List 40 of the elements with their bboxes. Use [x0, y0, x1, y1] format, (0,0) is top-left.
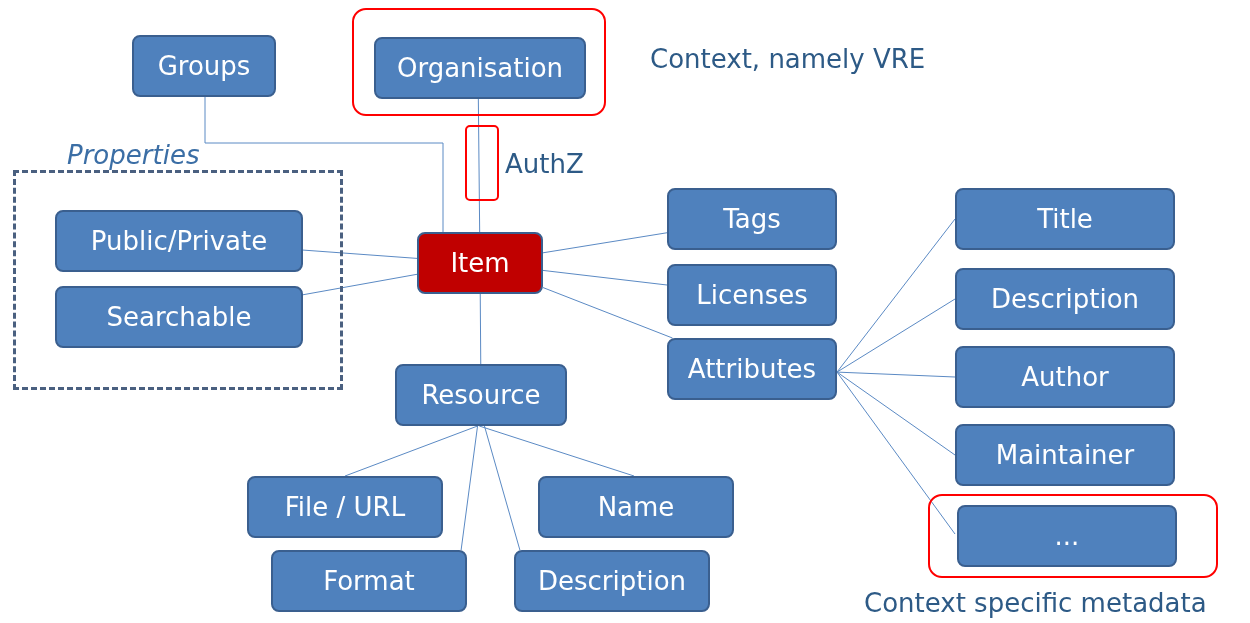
rounded-box: Description [514, 550, 710, 612]
connector-line [344, 425, 479, 477]
connector-line [836, 298, 956, 373]
rounded-box: Groups [132, 35, 276, 97]
rounded-box: Name [538, 476, 734, 538]
rounded-box: Format [271, 550, 467, 612]
rounded-box: Maintainer [955, 424, 1175, 486]
rounded-box: Description [955, 268, 1175, 330]
annotation-text: Context, namely VRE [650, 44, 926, 74]
rounded-box: Resource [395, 364, 567, 426]
annotation-text: Context specific metadata [864, 588, 1207, 618]
rounded-box: Public/Private [55, 210, 303, 272]
connector-line [542, 269, 668, 286]
connector-line [479, 293, 482, 365]
connector-line [302, 273, 418, 296]
rounded-box: Organisation [374, 37, 586, 99]
rounded-box: Tags [667, 188, 837, 250]
connector-line [836, 218, 956, 373]
connector-line [836, 371, 956, 535]
rounded-box: Licenses [667, 264, 837, 326]
rounded-box: Searchable [55, 286, 303, 348]
connector-line [478, 425, 635, 477]
connector-line [204, 96, 444, 233]
connector-line [460, 425, 479, 551]
rounded-box: ... [957, 505, 1177, 567]
connector-line [483, 425, 521, 551]
highlight-frame [928, 494, 1218, 578]
connector-line [302, 249, 418, 259]
rounded-box: Attributes [667, 338, 837, 400]
rounded-box: File / URL [247, 476, 443, 538]
rounded-box: Author [955, 346, 1175, 408]
connector-line [836, 371, 956, 378]
connector-line [477, 96, 481, 233]
highlighted-box: Item [417, 232, 543, 294]
connector-line [542, 287, 673, 339]
annotation-text: AuthZ [505, 149, 584, 179]
rounded-box: Title [955, 188, 1175, 250]
connector-line [836, 371, 956, 456]
highlight-frame [352, 8, 606, 116]
connector-line [542, 232, 668, 254]
